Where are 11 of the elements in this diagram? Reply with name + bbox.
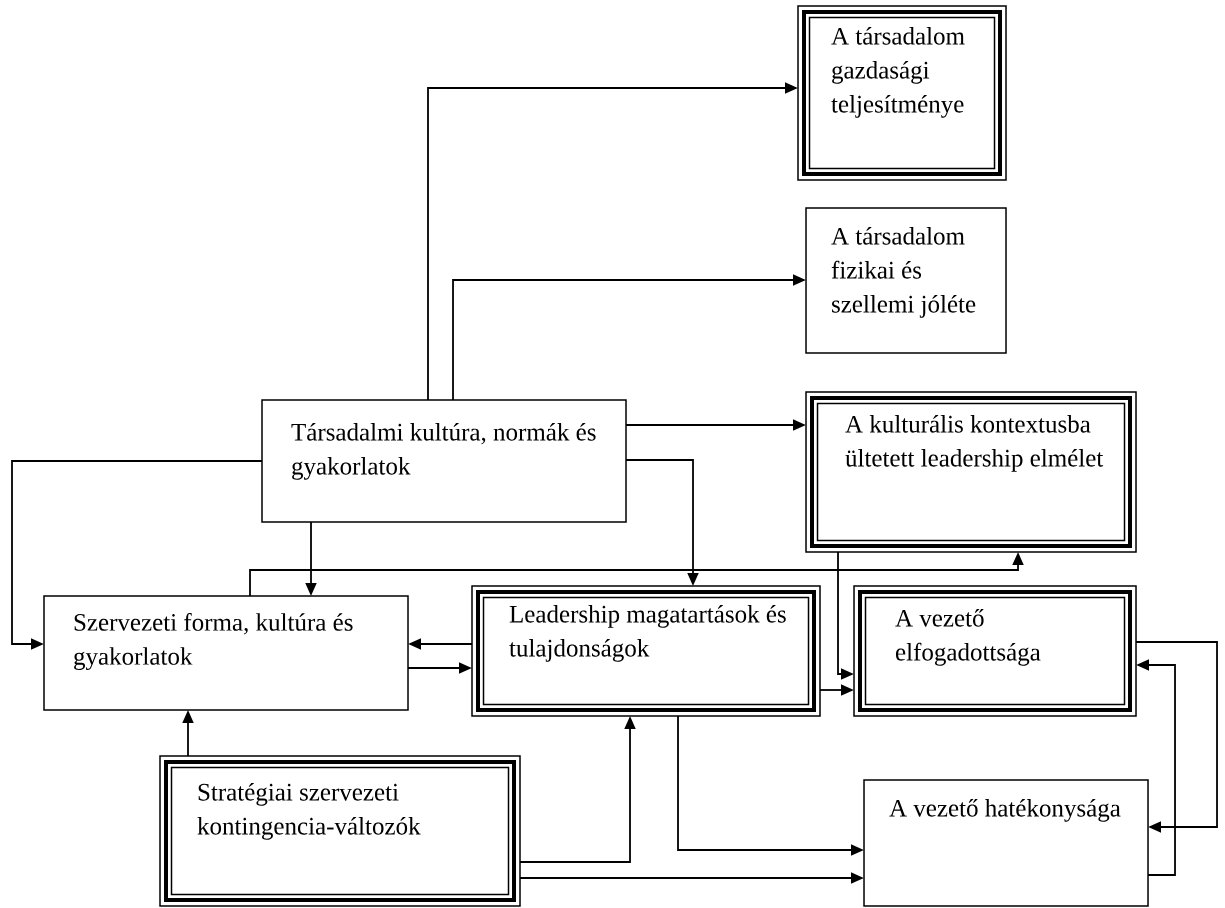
framed-box: A vezető elfogadottsága — [853, 585, 1137, 717]
box: Társadalmi kultúra, normák és gyakorlatok — [261, 399, 627, 523]
arrow — [1135, 641, 1218, 833]
framed-box: Leadership magatartások és tulajdonságok — [471, 585, 821, 717]
box: A vezető hatékonysága — [863, 779, 1149, 907]
arrow — [11, 460, 263, 650]
framed-box: A társadalom gazdasági teljesítménye — [797, 5, 1007, 181]
box: A társadalom fizikai és szellemi jóléte — [805, 207, 1007, 354]
box: Szervezeti forma, kultúra és gyakorlatok — [43, 595, 409, 711]
framed-box: Stratégiai szervezeti kontingencia-változók — [159, 755, 521, 907]
framed-box: A kulturális kontextusba ültetett leadership elmélet — [805, 391, 1137, 553]
